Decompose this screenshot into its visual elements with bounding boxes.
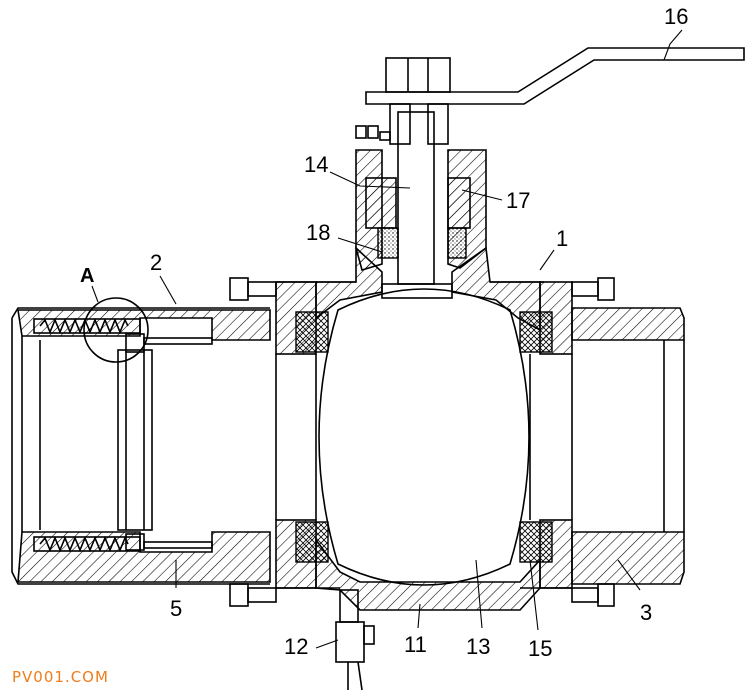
gland-nut-left-c [379,131,391,141]
label-detail-a: A [80,265,94,287]
bolt-top-right-shank [571,281,599,297]
bottom-spring [39,535,129,553]
leader-lines [91,29,683,649]
watermark: PV001.COM [12,668,109,686]
drain-handle [363,625,375,645]
packing-right-lower [447,227,467,259]
leader-15 [529,559,539,631]
leader-13 [475,559,483,629]
valve-seats [295,311,553,563]
label-16: 16 [664,4,688,29]
connecting-bar [117,349,153,531]
label-13: 13 [466,634,490,659]
label-1: 1 [556,226,568,251]
bottom-slider-rod [143,541,213,549]
drain-outlet [347,661,363,691]
label-12: 12 [284,634,308,659]
top-spring-chamber [33,318,141,334]
drain-body [335,621,365,663]
bolt-top-right [597,277,615,301]
leader-11 [417,603,421,629]
bolt-top-left-shank [247,281,277,297]
stem-gland-left [389,103,411,145]
ball-outline [318,288,530,586]
label-15: 15 [528,636,552,661]
body-bottom-wall [315,537,541,611]
ball-stem-slot [381,283,453,299]
label-2: 2 [150,250,162,275]
right-pipe-section [571,307,685,585]
bolt-bottom-right-shank [571,587,599,603]
packing-left-upper [365,177,397,229]
leader-3 [617,559,641,591]
flange-bolts [229,277,615,607]
seat-top-right [519,311,553,353]
ball [315,283,531,586]
leader-2 [159,275,177,305]
handle-nut [385,57,451,93]
stem [397,111,435,285]
left-pipe-section [11,307,271,585]
packing-right-upper [447,177,471,229]
handle-assembly [365,47,745,105]
bolt-bottom-right [597,583,615,607]
bolt-top-left [229,277,249,301]
bolt-bottom-left [229,583,249,607]
stem-gland-right [427,103,449,145]
leader-1 [539,249,555,271]
part-labels: 16 14 17 18 1 2 A 5 3 12 11 13 15 [80,4,688,661]
leader-16 [663,29,683,61]
stem-assembly [355,103,487,285]
leader-14 [329,171,411,189]
seat-bottom-right [519,521,553,563]
leader-18 [337,237,383,253]
right-pipe-bottom-wall [571,531,685,585]
bolt-bottom-left-shank [247,587,277,603]
left-pipe-outline [11,307,270,585]
leader-a [91,285,99,303]
seat-top-left [295,311,329,353]
right-pipe-top-wall [571,307,685,341]
top-slider-rod [143,337,213,345]
label-18: 18 [306,220,330,245]
label-17: 17 [506,188,530,213]
label-3: 3 [640,600,652,625]
leader-17 [461,189,503,201]
handle-lever [365,47,745,105]
gland-nut-left-b [367,125,379,139]
label-5: 5 [170,596,182,621]
label-11: 11 [404,632,427,657]
bottom-spring-chamber [33,536,141,552]
seat-bottom-left [295,521,329,563]
gland-nut-left-a [355,125,367,139]
detail-a-circle [83,297,149,363]
packing-left-lower [377,227,399,259]
label-14: 14 [304,152,328,177]
drain-valve [335,589,375,691]
leader-12 [315,639,339,649]
